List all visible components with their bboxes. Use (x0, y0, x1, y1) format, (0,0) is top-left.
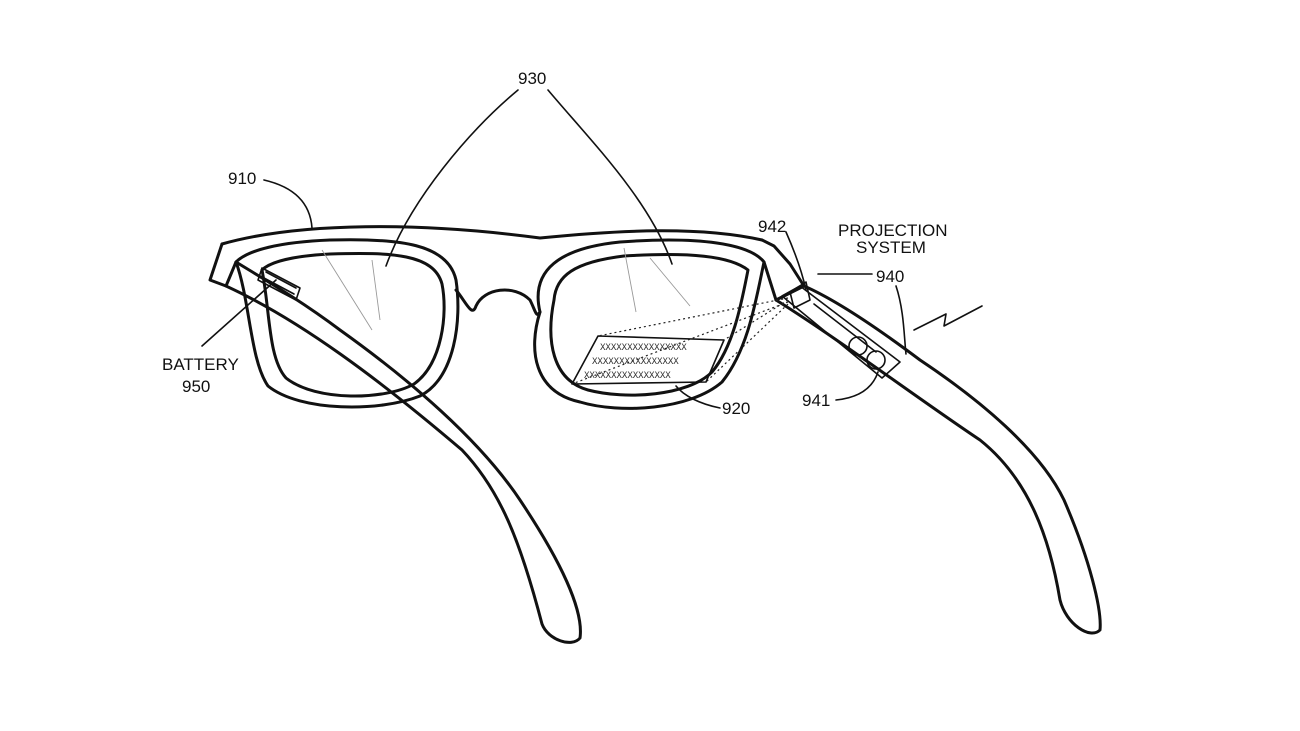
right-temple-arm (774, 284, 1102, 635)
frame-left-edge (208, 242, 238, 288)
leader-940 (895, 285, 907, 355)
display-region: XXXXXXXXXXXXXXXX XXXXXXXXXXXXXXXX XXXXXX… (571, 335, 725, 385)
leader-lines (201, 89, 907, 409)
frame-top-bar (220, 225, 764, 246)
label-940: 940 (876, 267, 904, 286)
leader-930-left (385, 89, 519, 267)
label-942: 942 (758, 217, 786, 236)
leader-910 (263, 179, 313, 229)
label-projection-title-1: PROJECTION (838, 221, 948, 240)
right-lens (549, 253, 750, 397)
right-hinge (760, 238, 806, 302)
leader-930-right (547, 89, 673, 265)
battery-compartment (257, 267, 301, 301)
display-pattern-row3: XXXXXXXXXXXXXXXX (584, 371, 671, 381)
lens-reflections (321, 247, 691, 331)
label-930: 930 (518, 69, 546, 88)
left-lens (260, 251, 446, 398)
leader-942 (785, 231, 807, 291)
label-battery-title: BATTERY (162, 355, 239, 374)
bridge (454, 288, 542, 316)
display-pattern-row2: XXXXXXXXXXXXXXXX (592, 357, 679, 367)
label-910: 910 (228, 169, 256, 188)
label-920: 920 (722, 399, 750, 418)
projection-module (781, 281, 901, 379)
left-lens-rim-outer (234, 238, 460, 409)
label-projection-title-2: SYSTEM (856, 238, 926, 257)
leader-920 (675, 385, 721, 409)
wireless-signal-icon (913, 305, 983, 331)
label-950: 950 (182, 377, 210, 396)
left-temple-arm (224, 260, 582, 644)
display-pattern-row1: XXXXXXXXXXXXXXXX (600, 343, 687, 353)
label-941: 941 (802, 391, 830, 410)
projection-rays (571, 297, 789, 385)
leader-950 (201, 279, 277, 347)
leader-941 (835, 371, 879, 401)
